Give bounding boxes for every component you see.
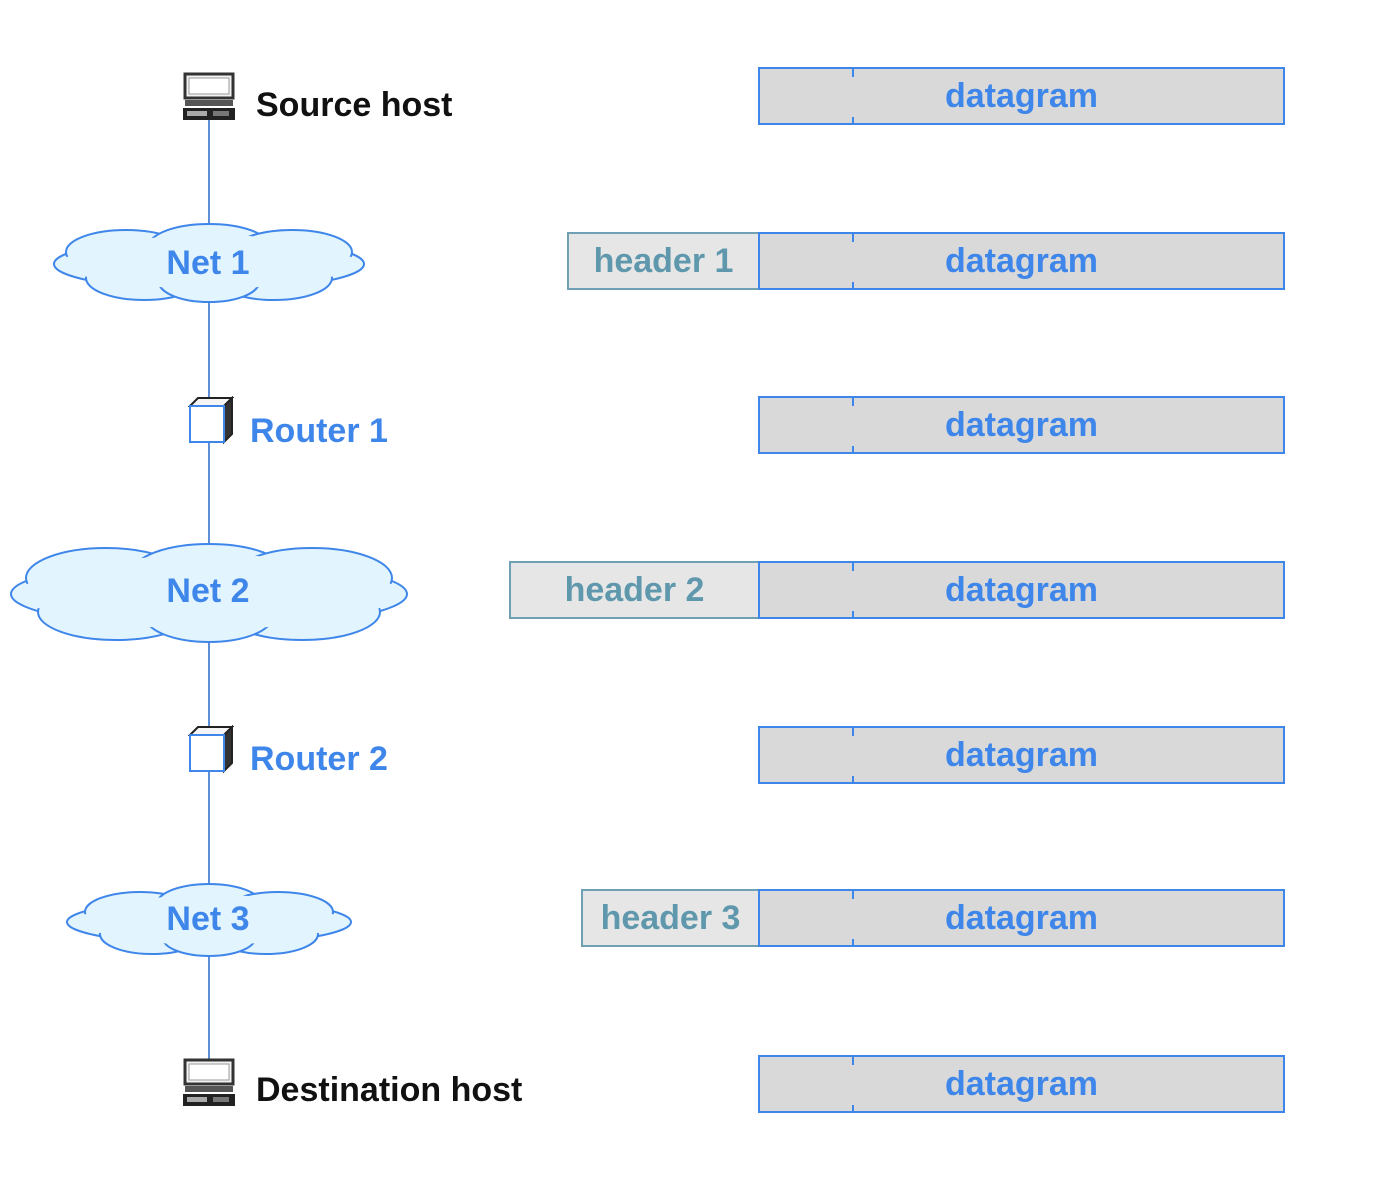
datagram-block: datagram — [758, 232, 1285, 290]
router2-label: Router 2 — [250, 740, 388, 778]
destination-host-label: Destination host — [256, 1071, 523, 1109]
cloud-icon-net1 — [53, 223, 365, 303]
datagram-block: datagram — [758, 67, 1285, 125]
net1-label: Net 1 — [166, 244, 250, 282]
header-block: header 3 — [581, 889, 758, 947]
computer-icon-source — [183, 72, 235, 120]
datagram-label: datagram — [944, 735, 1099, 774]
datagram-label: datagram — [944, 570, 1099, 609]
datagram-label: datagram — [944, 76, 1099, 115]
computer-icon-destination — [183, 1058, 235, 1106]
header-block: header 1 — [567, 232, 758, 290]
packet-destination: datagram — [758, 1055, 1285, 1113]
router-icon-1 — [188, 396, 234, 445]
source-host-label: Source host — [256, 86, 453, 124]
packet-net2: header 2 datagram — [509, 561, 1285, 619]
packet-router2: datagram — [758, 726, 1285, 784]
datagram-block: datagram — [758, 1055, 1285, 1113]
datagram-block: datagram — [758, 726, 1285, 784]
net2-label: Net 2 — [166, 572, 250, 610]
datagram-block: datagram — [758, 889, 1285, 947]
router1-label: Router 1 — [250, 412, 388, 450]
datagram-label: datagram — [944, 405, 1099, 444]
header-block: header 2 — [509, 561, 758, 619]
packet-router1: datagram — [758, 396, 1285, 454]
router-icon-2 — [188, 725, 234, 774]
packet-source: datagram — [758, 67, 1285, 125]
datagram-block: datagram — [758, 561, 1285, 619]
packet-net3: header 3 datagram — [581, 889, 1285, 947]
cloud-icon-net3 — [66, 883, 352, 957]
packet-net1: header 1 datagram — [567, 232, 1285, 290]
net3-label: Net 3 — [166, 900, 250, 938]
datagram-label: datagram — [944, 241, 1099, 280]
cloud-icon-net2 — [10, 543, 408, 643]
datagram-block: datagram — [758, 396, 1285, 454]
datagram-label: datagram — [944, 1064, 1099, 1103]
datagram-label: datagram — [944, 898, 1099, 937]
